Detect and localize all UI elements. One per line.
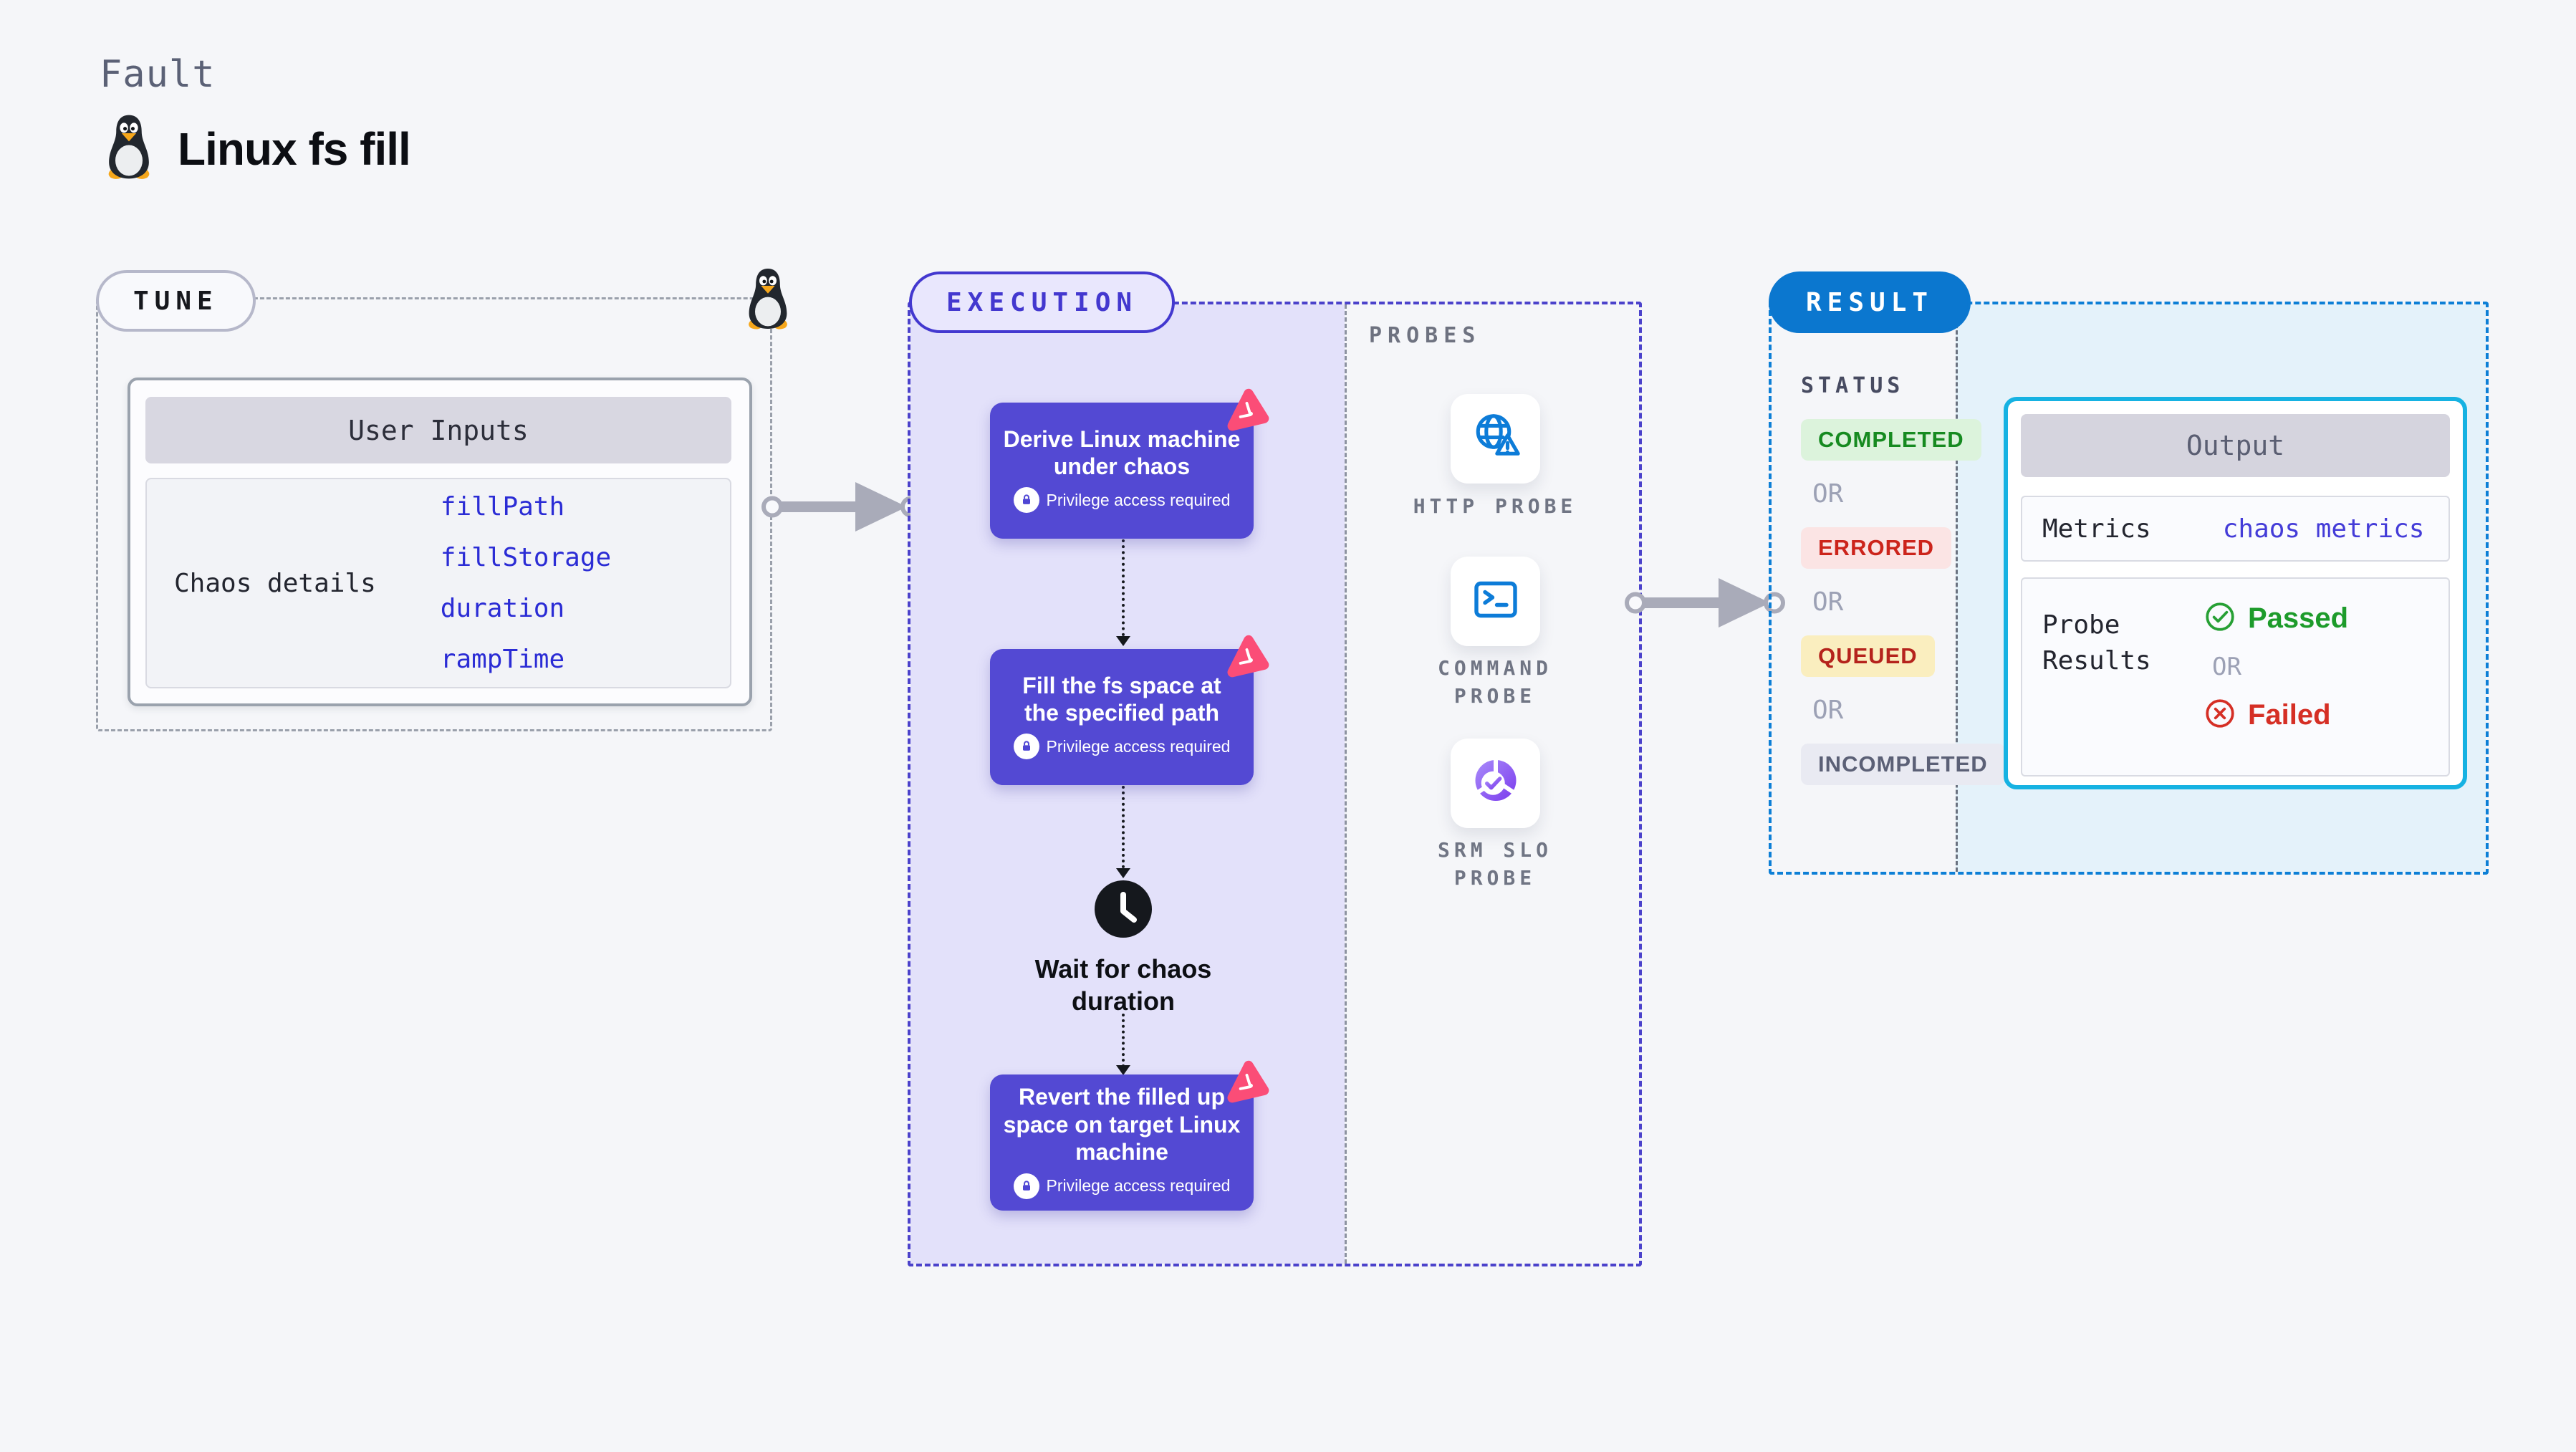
privilege-note-text: Privilege access required [1046, 1176, 1231, 1196]
fault-header: Linux fs fill [102, 113, 411, 184]
chaos-metrics-link[interactable]: chaos metrics [2222, 514, 2425, 544]
status-badge-incompleted: INCOMPLETED [1801, 744, 2005, 785]
lock-icon [1013, 1173, 1039, 1199]
status-title: STATUS [1801, 373, 1905, 398]
tux-penguin-icon-small [742, 266, 794, 335]
failed-label: Failed [2248, 699, 2331, 731]
arrow-tune-to-execution [752, 473, 924, 544]
step-label: Revert the filled up space on target Lin… [1003, 1084, 1241, 1165]
probe-results-label: Probe Results [2042, 610, 2151, 676]
user-input-links: fillPath fillStorage duration rampTime [441, 492, 611, 674]
http-probe-icon [1468, 409, 1524, 468]
srm-slo-probe-card [1451, 739, 1540, 828]
srm-slo-probe-label: SRM SLO PROBE [1437, 838, 1552, 890]
chaos-details-label: Chaos details [174, 568, 376, 598]
srm-slo-probe-icon [1468, 754, 1524, 813]
execution-step-2: Fill the fs space at the specified path … [990, 635, 1269, 785]
passed-line: Passed [2203, 600, 2348, 637]
clock-icon [1093, 879, 1153, 943]
http-probe-label: HTTP PROBE [1413, 494, 1577, 518]
or-label: OR [1812, 587, 1844, 617]
command-probe-card [1451, 557, 1540, 646]
chaos-fault-icon [1222, 387, 1273, 441]
privilege-note-text: Privilege access required [1046, 490, 1231, 509]
connector-arrowhead [1116, 636, 1130, 646]
command-probe-icon [1468, 572, 1524, 631]
command-probe-label: COMMAND PROBE [1437, 656, 1552, 708]
privilege-note: Privilege access required [1013, 734, 1231, 760]
result-badge: RESULT [1769, 271, 1971, 333]
output-card: Output Metrics chaos metrics Probe Resul… [2004, 397, 2467, 789]
check-circle-icon [2203, 600, 2236, 637]
page-title: Linux fs fill [178, 122, 411, 175]
execution-probes-divider [1345, 304, 1347, 1264]
status-list: COMPLETED OR ERRORED OR QUEUED OR INCOMP… [1801, 419, 2005, 785]
privilege-note: Privilege access required [1013, 487, 1231, 514]
chaos-fault-icon [1222, 633, 1273, 687]
user-inputs-title: User Inputs [145, 397, 731, 463]
arrow-probes-to-result [1615, 569, 1787, 640]
execution-step-3: Revert the filled up space on target Lin… [990, 1060, 1269, 1211]
probe-results-values: Passed OR Failed [2203, 600, 2348, 775]
status-badge-errored: ERRORED [1801, 527, 1952, 569]
or-label: OR [1812, 479, 1844, 509]
status-badge-queued: QUEUED [1801, 635, 1935, 677]
http-probe-card [1451, 394, 1540, 484]
wait-label: Wait for chaos duration [1034, 954, 1212, 1016]
privilege-note: Privilege access required [1013, 1173, 1231, 1199]
chaos-fault-icon [1222, 1059, 1273, 1112]
passed-label: Passed [2248, 602, 2349, 634]
input-link-duration[interactable]: duration [440, 594, 565, 623]
input-link-fillstorage[interactable]: fillStorage [440, 543, 612, 572]
execution-section-box: Derive Linux machine under chaos Privile… [908, 302, 1642, 1266]
wait-step: Wait for chaos duration [1016, 879, 1231, 1017]
probes-title: PROBES [1369, 323, 1481, 348]
chaos-details-row: Chaos details fillPath fillStorage durat… [145, 478, 731, 688]
or-label: OR [1812, 696, 1844, 725]
connector-arrowhead [1116, 868, 1130, 878]
metrics-row: Metrics chaos metrics [2021, 496, 2450, 562]
execution-step-1: Derive Linux machine under chaos Privile… [990, 388, 1269, 539]
step-connector [1122, 1014, 1125, 1067]
or-label: OR [2212, 653, 2241, 681]
tux-penguin-icon [102, 113, 156, 184]
tune-badge: TUNE [96, 270, 256, 332]
input-link-fillpath[interactable]: fillPath [440, 492, 565, 521]
result-divider [1956, 304, 1958, 872]
lock-icon [1013, 487, 1039, 514]
failed-line: Failed [2203, 697, 2331, 734]
step-label: Fill the fs space at the specified path [1022, 672, 1221, 726]
x-circle-icon [2203, 697, 2236, 734]
user-inputs-card: User Inputs Chaos details fillPath fillS… [128, 378, 752, 706]
input-link-ramptime[interactable]: rampTime [440, 645, 565, 674]
step-label: Derive Linux machine under chaos [1003, 425, 1241, 479]
status-badge-completed: COMPLETED [1801, 419, 1981, 461]
connector-arrowhead [1116, 1065, 1130, 1075]
output-title: Output [2021, 414, 2450, 477]
result-section-box: STATUS COMPLETED OR ERRORED OR QUEUED OR… [1769, 302, 2489, 875]
step-connector [1122, 786, 1125, 868]
fault-kicker: Fault [100, 53, 216, 96]
probe-results-row: Probe Results Passed OR [2021, 577, 2450, 777]
step-connector [1122, 539, 1125, 636]
metrics-label: Metrics [2042, 514, 2151, 544]
execution-badge: EXECUTION [909, 271, 1176, 333]
privilege-note-text: Privilege access required [1046, 736, 1231, 756]
lock-icon [1013, 734, 1039, 760]
